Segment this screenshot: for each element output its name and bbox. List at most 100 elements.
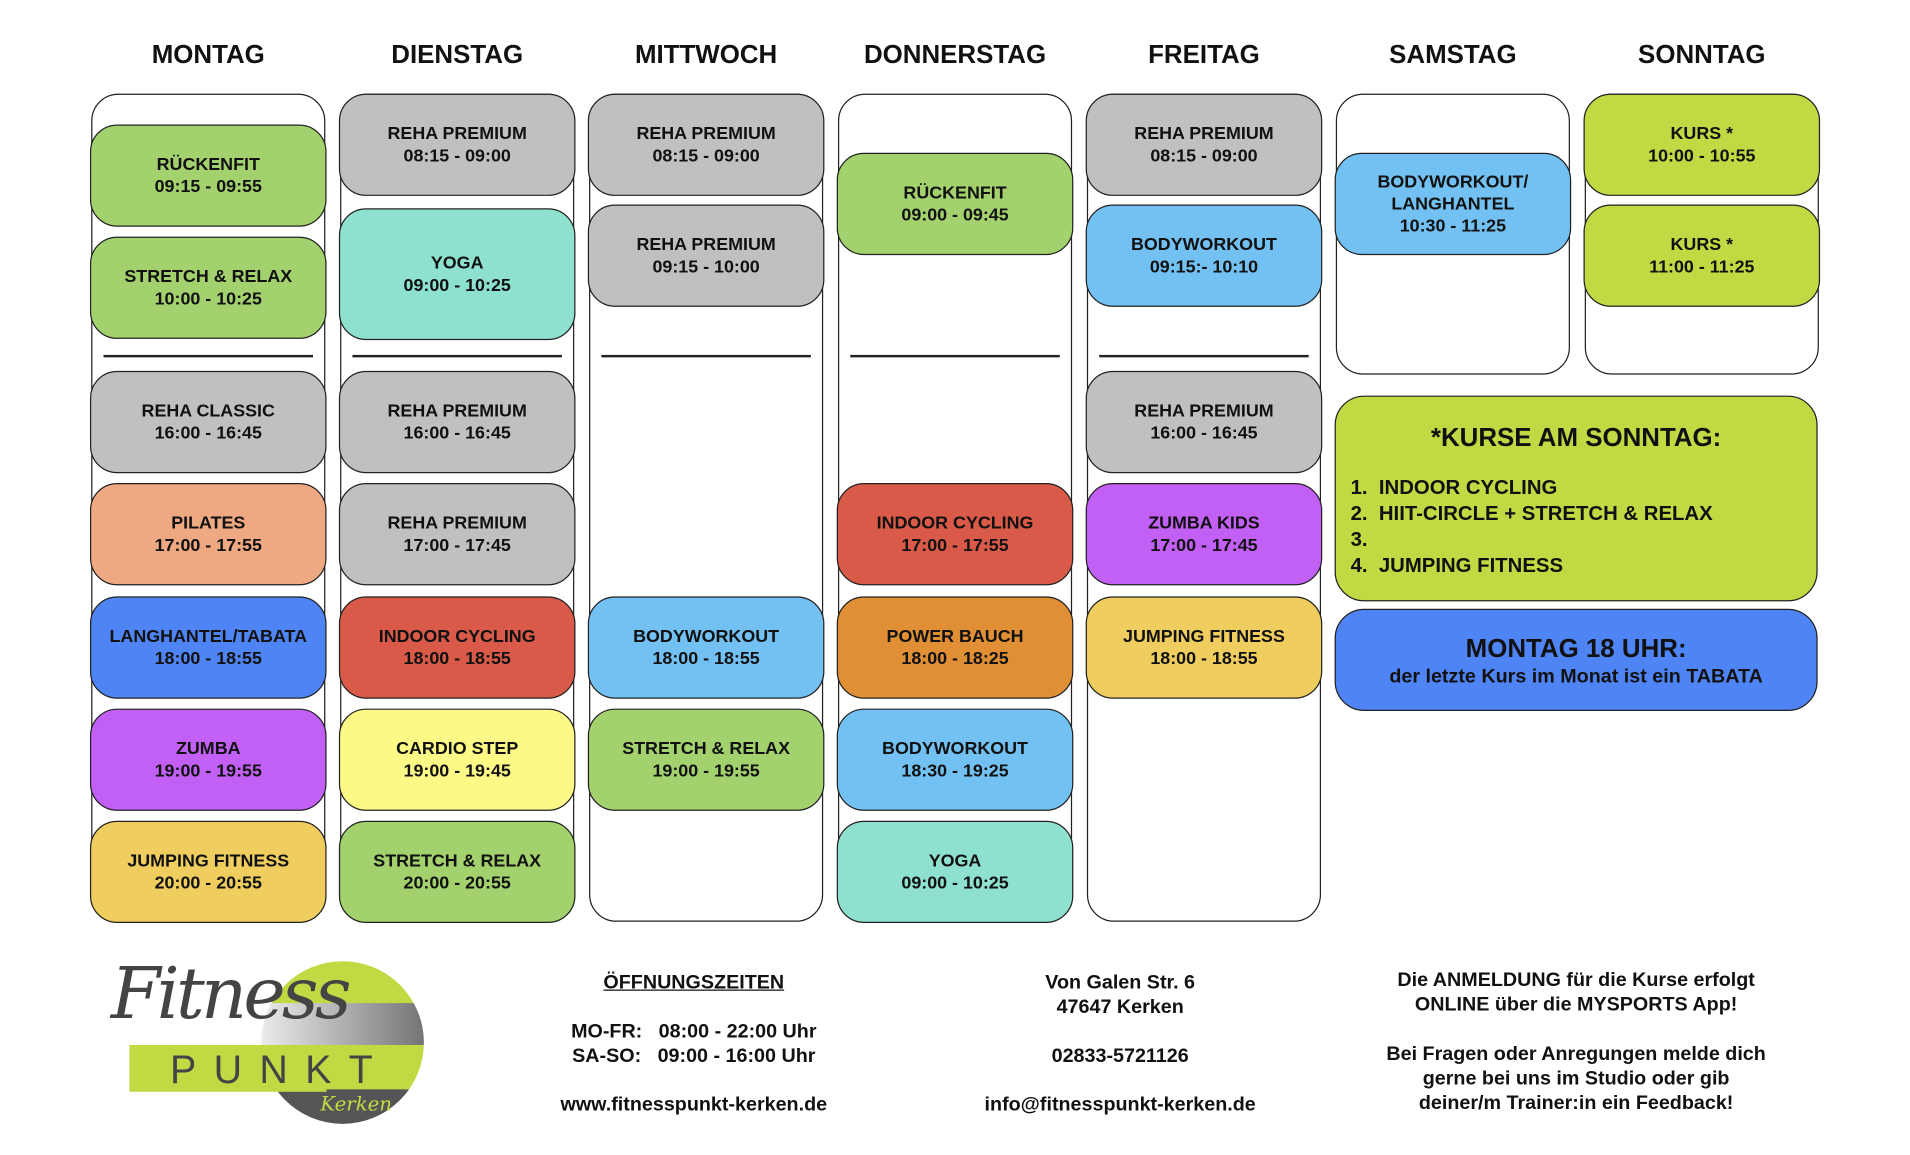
class-name: REHA PREMIUM: [636, 234, 776, 255]
class-time: 18:00 - 18:55: [403, 648, 511, 669]
opening-hours: ÖFFNUNGSZEITEN MO-FR: 08:00 - 22:00 Uhr …: [534, 971, 854, 1118]
class-time: 08:15 - 09:00: [403, 146, 511, 166]
fitnesspunkt-logo: Fitness PUNKT Kerken: [111, 951, 431, 1127]
day-header-donnerstag: DONNERSTAG: [863, 40, 1047, 70]
morning-evening-divider: [1099, 354, 1309, 358]
class-name: POWER BAUCH: [886, 626, 1024, 647]
class-time: 10:30 - 11:25: [1399, 216, 1507, 236]
morning-evening-divider: [850, 354, 1060, 358]
sunday-course-1: 1. INDOOR CYCLING: [1350, 476, 1558, 500]
class-time: 09:00 - 09:45: [901, 205, 1009, 225]
day-header-mittwoch: MITTWOCH: [634, 40, 778, 70]
class-time: 17:00 - 17:55: [154, 535, 262, 556]
sunday-courses-info: *KURSE AM SONNTAG: 1. INDOOR CYCLING 2. …: [1334, 395, 1818, 602]
day-header-freitag: FREITAG: [1148, 40, 1260, 70]
class-name: STRETCH & RELAX: [373, 850, 542, 871]
class-time: 17:00 - 17:55: [901, 535, 1009, 556]
class-time: 18:30 - 19:25: [901, 760, 1009, 781]
class-time: 20:00 - 20:55: [154, 873, 262, 893]
signup-line-2: ONLINE über die MYSPORTS App!: [1414, 994, 1738, 1016]
logo-punkt: PUNKT: [170, 1047, 390, 1092]
class-card[interactable]: KURS *11:00 - 11:25: [1583, 204, 1821, 307]
website-link[interactable]: www.fitnesspunkt-kerken.de: [560, 1094, 828, 1116]
class-time: 16:00 - 16:45: [403, 423, 511, 444]
address-city: 47647 Kerken: [1056, 996, 1184, 1018]
class-time: 18:00 - 18:55: [1150, 648, 1258, 669]
class-name: BODYWORKOUT/ LANGHANTEL: [1377, 171, 1529, 214]
logo-fitness: Fitness: [110, 951, 352, 1036]
class-time: 09:15 - 10:00: [652, 256, 760, 277]
class-time: 18:00 - 18:25: [901, 648, 1009, 669]
class-time: 18:00 - 18:55: [154, 648, 262, 669]
morning-evening-divider: [103, 354, 314, 358]
sunday-course-4: 4. JUMPING FITNESS: [1350, 554, 1564, 577]
class-name: YOGA: [430, 253, 484, 273]
class-time: 09:15:- 10:10: [1149, 256, 1259, 277]
email-link[interactable]: info@fitnesspunkt-kerken.de: [984, 1094, 1256, 1116]
class-name: RÜCKENFIT: [903, 182, 1007, 203]
morning-evening-divider: [352, 354, 562, 358]
class-name: REHA CLASSIC: [141, 401, 275, 421]
class-name: REHA PREMIUM: [636, 123, 776, 144]
class-name: BODYWORKOUT: [633, 626, 780, 647]
feedback-line-1: Bei Fragen oder Anregungen melde dich: [1386, 1043, 1766, 1065]
morning-evening-divider: [601, 354, 811, 358]
class-time: 16:00 - 16:45: [1150, 423, 1258, 444]
class-name: KURS *: [1670, 123, 1734, 144]
class-name: JUMPING FITNESS: [1123, 626, 1285, 647]
class-name: REHA PREMIUM: [387, 401, 527, 421]
phone-number: 02833-5721126: [1051, 1046, 1189, 1068]
class-time: 19:00 - 19:55: [652, 760, 760, 781]
hours-weekend: SA-SO: 09:00 - 16:00 Uhr: [572, 1046, 816, 1068]
class-time: 19:00 - 19:45: [403, 760, 511, 781]
monday-tabata-note: MONTAG 18 UHR: der letzte Kurs im Monat …: [1334, 608, 1818, 712]
class-name: RÜCKENFIT: [156, 154, 260, 175]
sunday-course-list: 1. INDOOR CYCLING 2. HIIT-CIRCLE + STRET…: [1351, 476, 1817, 580]
day-header-sonntag: SONNTAG: [1638, 40, 1766, 70]
class-name: PILATES: [171, 513, 246, 533]
class-name: BODYWORKOUT: [882, 738, 1028, 759]
signup-line-1: Die ANMELDUNG für die Kurse erfolgt: [1397, 969, 1755, 991]
address-street: Von Galen Str. 6: [1045, 972, 1196, 994]
feedback-line-3: deiner/m Trainer:in ein Feedback!: [1418, 1093, 1734, 1114]
day-header-samstag: SAMSTAG: [1389, 40, 1517, 70]
class-time: 10:00 - 10:25: [154, 288, 262, 309]
feedback-line-2: gerne bei uns im Studio oder gib: [1422, 1068, 1730, 1090]
class-name: INDOOR CYCLING: [378, 626, 536, 647]
class-name: REHA PREMIUM: [1134, 401, 1274, 421]
sunday-course-2: 2. HIIT-CIRCLE + STRETCH & RELAX: [1350, 502, 1713, 525]
class-time: 09:00 - 10:25: [403, 275, 511, 296]
class-name: ZUMBA: [175, 738, 241, 759]
class-card[interactable]: KURS *10:00 - 10:55: [1583, 93, 1821, 196]
